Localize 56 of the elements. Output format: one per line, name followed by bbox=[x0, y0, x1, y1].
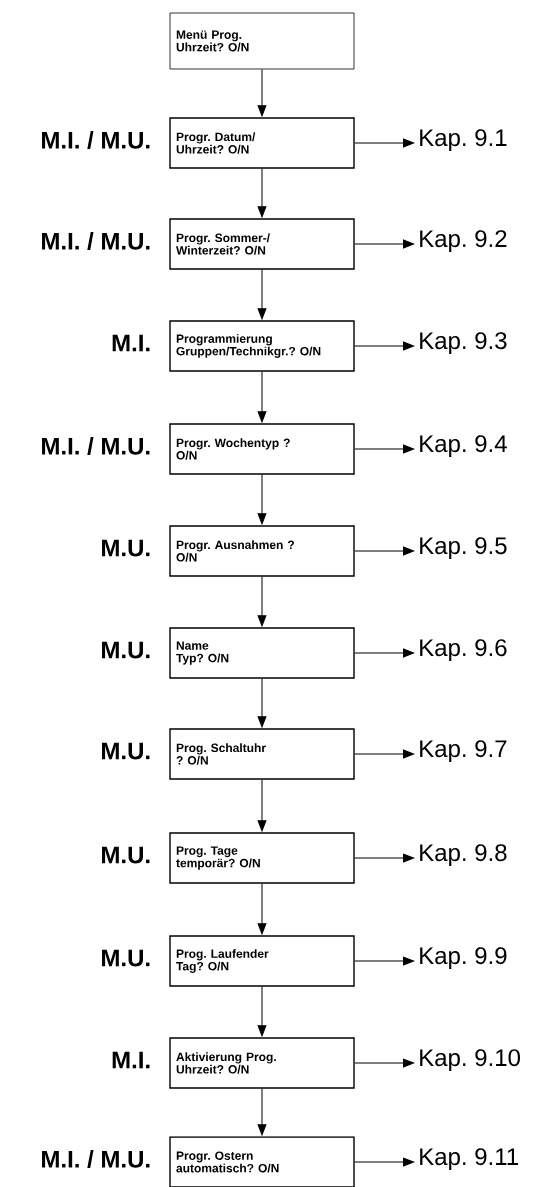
arrow bbox=[354, 749, 415, 759]
chapter-reference: Kap. 9.2 bbox=[420, 230, 507, 252]
chapter-reference: Kap. 9.4 bbox=[420, 435, 507, 457]
arrow bbox=[354, 1157, 415, 1167]
arrow bbox=[354, 546, 415, 556]
chapter-reference: Kap. 9.8 bbox=[420, 844, 507, 866]
process-box: Prog. Schaltuhr ? O/N bbox=[169, 728, 355, 780]
mode-label: M.I. / M.U. bbox=[42, 1150, 150, 1168]
mode-label: M.I. / M.U. bbox=[42, 131, 150, 149]
arrow bbox=[354, 853, 415, 863]
arrow bbox=[354, 648, 415, 658]
process-box: Progr. Sommer-/ Winterzeit? O/N bbox=[169, 218, 355, 270]
mode-label: M.I. bbox=[112, 1051, 150, 1069]
chapter-reference: Kap. 9.9 bbox=[420, 947, 507, 969]
chapter-reference: Kap. 9.1 bbox=[420, 129, 507, 151]
arrow bbox=[354, 444, 415, 454]
arrow bbox=[257, 576, 267, 627]
arrow bbox=[257, 779, 267, 832]
mode-label: M.U. bbox=[102, 539, 150, 557]
process-box: Prog. Tage temporär? O/N bbox=[169, 832, 355, 884]
chapter-reference: Kap. 9.11 bbox=[420, 1148, 518, 1170]
mode-label: M.U. bbox=[102, 742, 150, 760]
arrow bbox=[354, 138, 415, 148]
arrow bbox=[257, 883, 267, 935]
arrow bbox=[257, 474, 267, 525]
chapter-reference: Kap. 9.10 bbox=[420, 1049, 520, 1071]
process-box: Programmierung Gruppen/Technikgr.? O/N bbox=[169, 320, 355, 372]
arrow bbox=[354, 956, 415, 966]
arrow bbox=[257, 1088, 267, 1136]
chapter-reference: Kap. 9.6 bbox=[420, 639, 507, 661]
process-box: Progr. Wochentyp ? O/N bbox=[169, 423, 355, 475]
arrow bbox=[257, 678, 267, 728]
arrow bbox=[257, 168, 267, 218]
arrow bbox=[354, 239, 415, 249]
process-box: Aktivierung Prog. Uhrzeit? O/N bbox=[169, 1037, 355, 1089]
arrow bbox=[257, 371, 267, 423]
process-box: Menü Prog. Uhrzeit? O/N bbox=[169, 12, 355, 70]
arrow bbox=[257, 986, 267, 1037]
mode-label: M.U. bbox=[102, 846, 150, 864]
arrow bbox=[257, 68, 267, 117]
chapter-reference: Kap. 9.3 bbox=[420, 332, 507, 354]
mode-label: M.U. bbox=[102, 641, 150, 659]
chapter-reference: Kap. 9.7 bbox=[420, 740, 507, 762]
mode-label: M.I. / M.U. bbox=[42, 437, 150, 455]
mode-label: M.U. bbox=[102, 949, 150, 967]
process-box: Progr. Ostern automatisch? O/N bbox=[169, 1136, 355, 1187]
arrow bbox=[354, 1058, 415, 1068]
process-box: Name Typ? O/N bbox=[169, 627, 355, 679]
process-box: Progr. Datum/ Uhrzeit? O/N bbox=[169, 117, 355, 169]
process-box: Progr. Ausnahmen ? O/N bbox=[169, 525, 355, 577]
mode-label: M.I. / M.U. bbox=[42, 232, 150, 250]
chapter-reference: Kap. 9.5 bbox=[420, 537, 507, 559]
arrow bbox=[257, 269, 267, 320]
process-box: Prog. Laufender Tag? O/N bbox=[169, 935, 355, 987]
mode-label: M.I. bbox=[112, 334, 150, 352]
arrow bbox=[354, 341, 415, 351]
